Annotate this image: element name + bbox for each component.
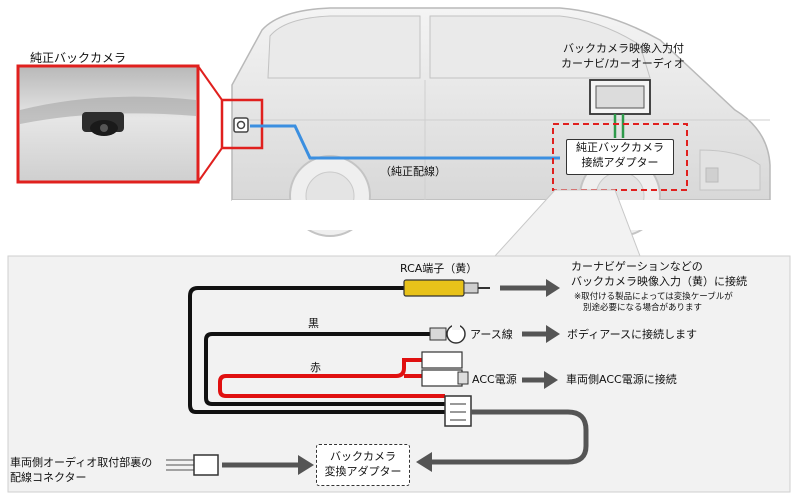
acc-wire: [218, 358, 445, 398]
headunit-icon: [589, 79, 651, 115]
ground-label: アース線: [470, 328, 513, 341]
acc-label: ACC電源: [472, 373, 517, 386]
vehicle-to-converter-arrowhead: [298, 455, 314, 475]
black-wire-label: 黒: [308, 317, 319, 330]
vehicle-connector-icon: [166, 454, 219, 476]
converter-cable-arrowhead: [416, 452, 432, 472]
headunit-label-line1: バックカメラ映像入力付: [563, 42, 684, 55]
vehicle-connector-label-line2: 配線コネクター: [10, 471, 87, 484]
ground-wire: [204, 332, 445, 406]
adapter-box: 純正バックカメラ 接続アダプター: [566, 139, 674, 175]
rca-connector-icon: [403, 279, 490, 297]
rca-note-line2: 別途必要になる場合があります: [583, 303, 703, 313]
rca-destination-line1: カーナビゲーションなどの: [571, 260, 703, 273]
ground-terminal-icon: [429, 320, 466, 344]
rca-destination-line2: バックカメラ映像入力（黄）に接続: [571, 275, 747, 288]
vehicle-connector-label-line1: 車両側オーディオ取付部裏の: [10, 456, 153, 469]
rca-label: RCA端子（黄）: [400, 262, 478, 275]
camera-location-box: [220, 98, 264, 150]
converter-label-line1: バックカメラ: [330, 450, 396, 463]
destination-arrows: [500, 279, 560, 389]
camera-photo-inset: [16, 64, 200, 184]
rca-cable: [188, 286, 445, 414]
camera-icon: [233, 117, 249, 133]
adapter-label-line2: 接続アダプター: [581, 156, 659, 169]
zoom-callout-lines: [197, 65, 223, 183]
red-wire-label: 赤: [310, 361, 321, 374]
camera-label: 純正バックカメラ: [30, 51, 127, 65]
converter-adapter-box: バックカメラ 変換アダプター: [316, 444, 410, 486]
factory-wiring-line: [250, 124, 560, 160]
green-harness: [613, 114, 625, 138]
rca-note-line1: ※取付ける製品によっては変換ケーブルが: [574, 292, 733, 302]
adapter-label-line1: 純正バックカメラ: [576, 141, 664, 154]
headunit-label-line2: カーナビ/カーオーディオ: [561, 57, 685, 70]
acc-connectors-icon: [421, 351, 469, 387]
harness-connector-icon: [444, 395, 472, 427]
factory-wiring-label: （純正配線）: [380, 165, 446, 178]
converter-label-line2: 変換アダプター: [324, 465, 402, 478]
converter-cable: [428, 409, 589, 465]
acc-destination: 車両側ACC電源に接続: [566, 373, 677, 386]
minivan-illustration: [231, 7, 772, 237]
ground-destination: ボディアースに接続します: [567, 328, 698, 341]
